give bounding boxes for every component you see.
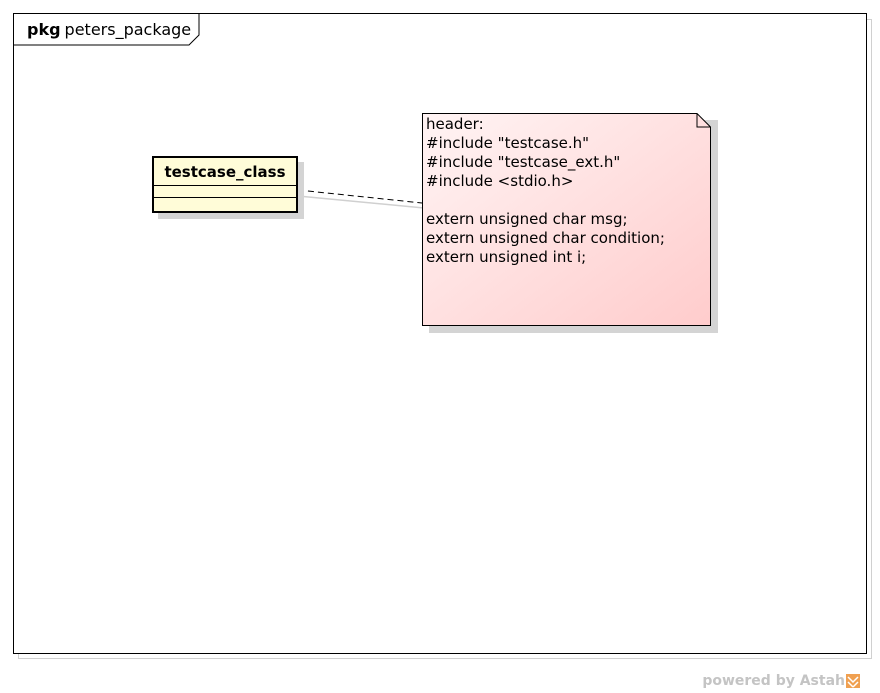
note-folded-corner: [696, 113, 711, 128]
class-name: testcase_class: [154, 158, 296, 186]
watermark-text: powered by Astah: [702, 673, 845, 689]
note-body: [422, 113, 711, 326]
frame-name-tab: [13, 13, 200, 46]
note-text: header: #include "testcase.h" #include "…: [426, 115, 665, 266]
frame-keyword: pkg: [27, 20, 61, 39]
astah-watermark: powered by Astah: [702, 673, 860, 689]
class-attributes-compartment[interactable]: [154, 186, 296, 198]
astah-logo-icon: [846, 674, 860, 688]
note[interactable]: [422, 113, 722, 335]
class-testcase-class[interactable]: testcase_class: [152, 156, 298, 213]
frame-name: peters_package: [64, 20, 192, 39]
class-operations-compartment[interactable]: [154, 198, 296, 211]
